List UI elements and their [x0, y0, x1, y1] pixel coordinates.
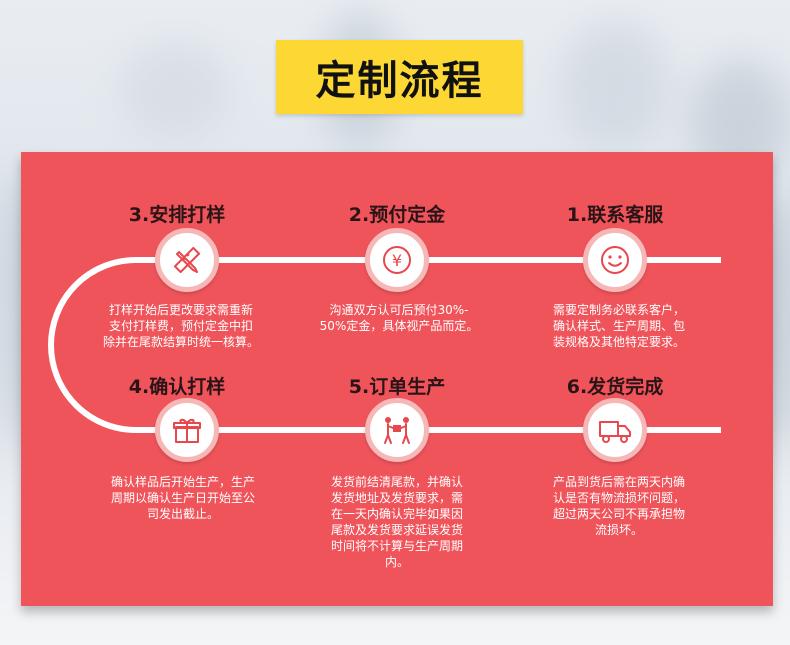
yen-coin-icon: ¥ — [383, 246, 411, 274]
step-6-title: 6.发货完成 — [566, 376, 664, 398]
title-banner: 定制流程 — [276, 40, 523, 114]
step-2-title: 2.预付定金 — [348, 204, 446, 226]
step-4-title: 4.确认打样 — [128, 376, 226, 398]
step-2-circle: ¥ — [365, 228, 429, 292]
step-5-title: 5.订单生产 — [348, 376, 446, 398]
gift-box-icon — [173, 418, 201, 443]
step-1-desc: 需要定制务必联系客户， 确认样式、生产周期、包 装规格及其他特定要求。 — [552, 303, 685, 349]
step-1-title: 1.联系客服 — [566, 204, 664, 226]
smiley-icon — [601, 246, 629, 274]
page-title: 定制流程 — [315, 58, 484, 104]
delivery-truck-icon — [599, 421, 631, 443]
step-5-circle — [365, 398, 429, 462]
step-5-desc: 发货前结清尾款，并确认 发货地址及发货要求，需 在一天内确认完毕如果因 尾款及发… — [330, 475, 463, 569]
step-6-desc: 产品到货后需在两天内确 认是否有物流损坏问题， 超过两天公司不再承担物 流损坏。 — [552, 475, 685, 537]
process-panel: 3.安排打样 打样开始后更改要求需重新 支付打样费，预付定金中扣 除并在尾款结算… — [21, 152, 773, 606]
step-3-circle — [155, 228, 219, 292]
workers-handover-icon — [384, 417, 410, 444]
ruler-pencil-icon — [173, 246, 201, 274]
step-1-circle — [583, 228, 647, 292]
step-3-title: 3.安排打样 — [128, 204, 226, 226]
svg-text:¥: ¥ — [392, 251, 402, 270]
process-track — [48, 257, 721, 433]
step-2-desc: 沟通双方认可后预付30%- 50%定金，具体视产品而定。 — [319, 303, 479, 333]
step-4-desc: 确认样品后开始生产，生产 周期以确认生产日开始至公 司发出截止。 — [110, 475, 255, 521]
step-3-desc: 打样开始后更改要求需重新 支付打样费，预付定金中扣 除并在尾款结算时统一核算。 — [102, 303, 259, 349]
step-4-circle — [155, 398, 219, 462]
step-6-circle — [583, 398, 647, 462]
